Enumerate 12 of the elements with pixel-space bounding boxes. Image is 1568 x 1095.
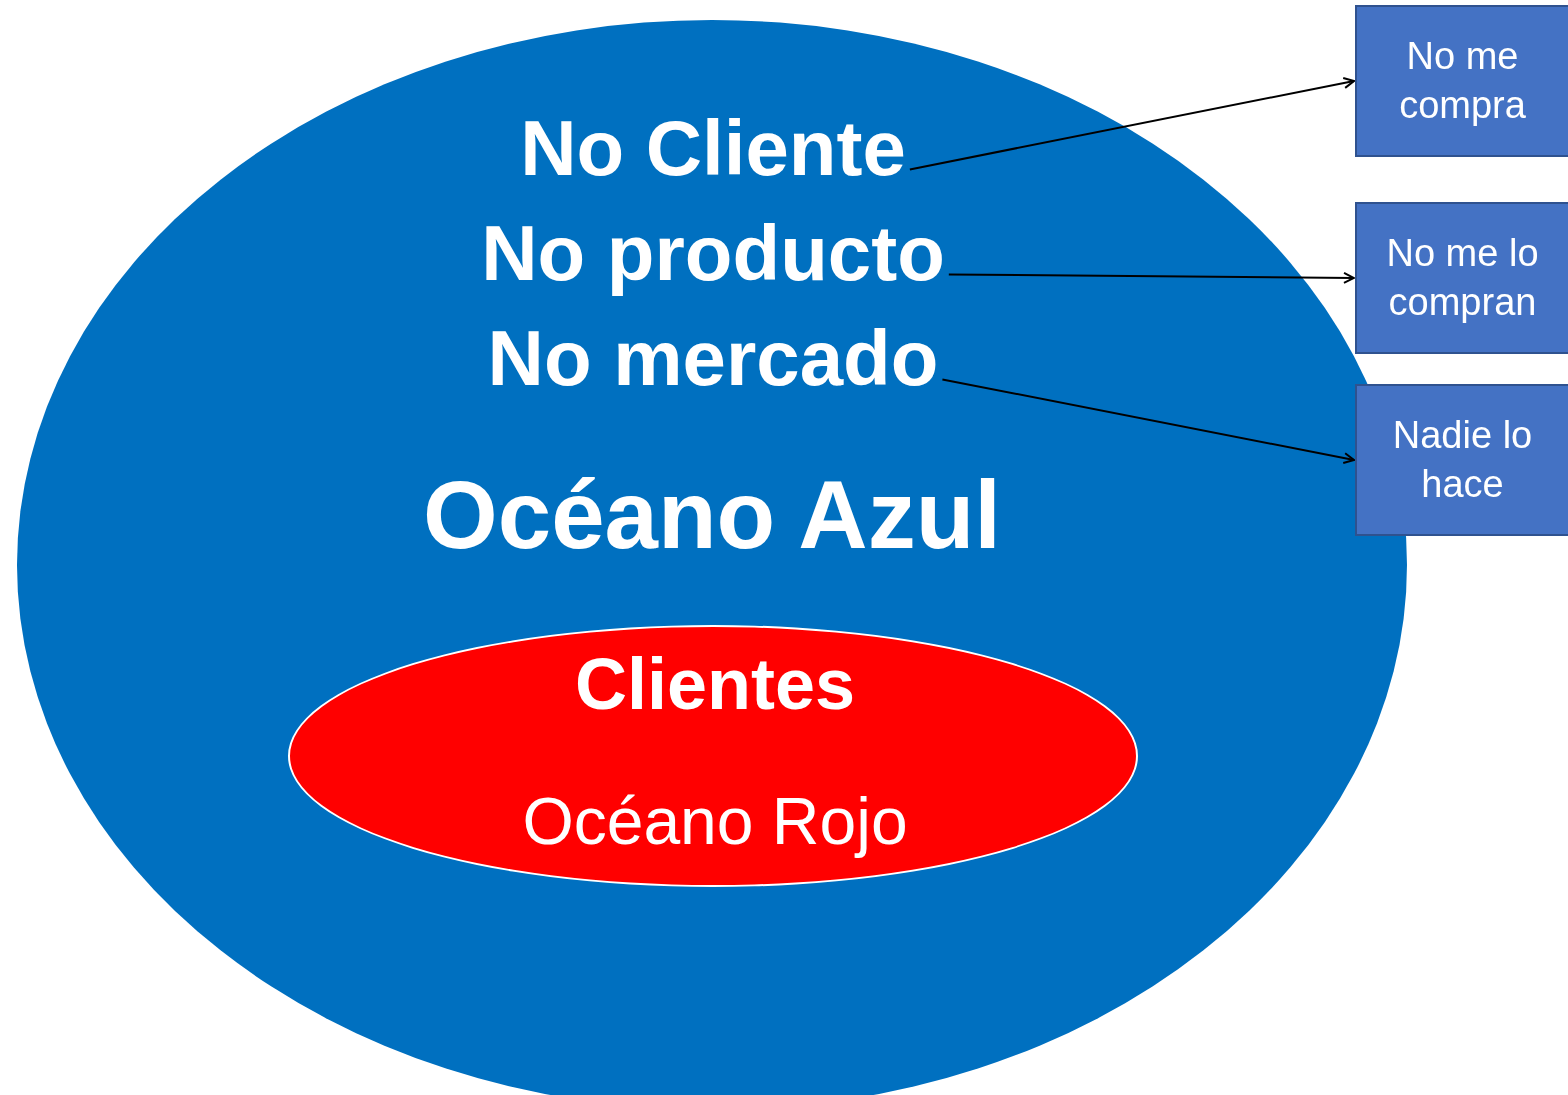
arrow — [941, 378, 1355, 464]
label-box: No me lo compran — [1355, 202, 1568, 354]
label-text: No Cliente — [520, 108, 906, 190]
label-box: Nadie lo hace — [1355, 384, 1568, 536]
label-text: No mercado — [487, 318, 939, 400]
arrow — [947, 271, 1355, 284]
heading-text: Clientes — [574, 647, 856, 723]
label-box: No me compra — [1355, 5, 1568, 157]
label-text: No producto — [481, 213, 945, 295]
heading-text: Océano Azul — [423, 465, 1001, 566]
arrow — [908, 77, 1355, 171]
label-text: Océano Rojo — [522, 787, 908, 857]
